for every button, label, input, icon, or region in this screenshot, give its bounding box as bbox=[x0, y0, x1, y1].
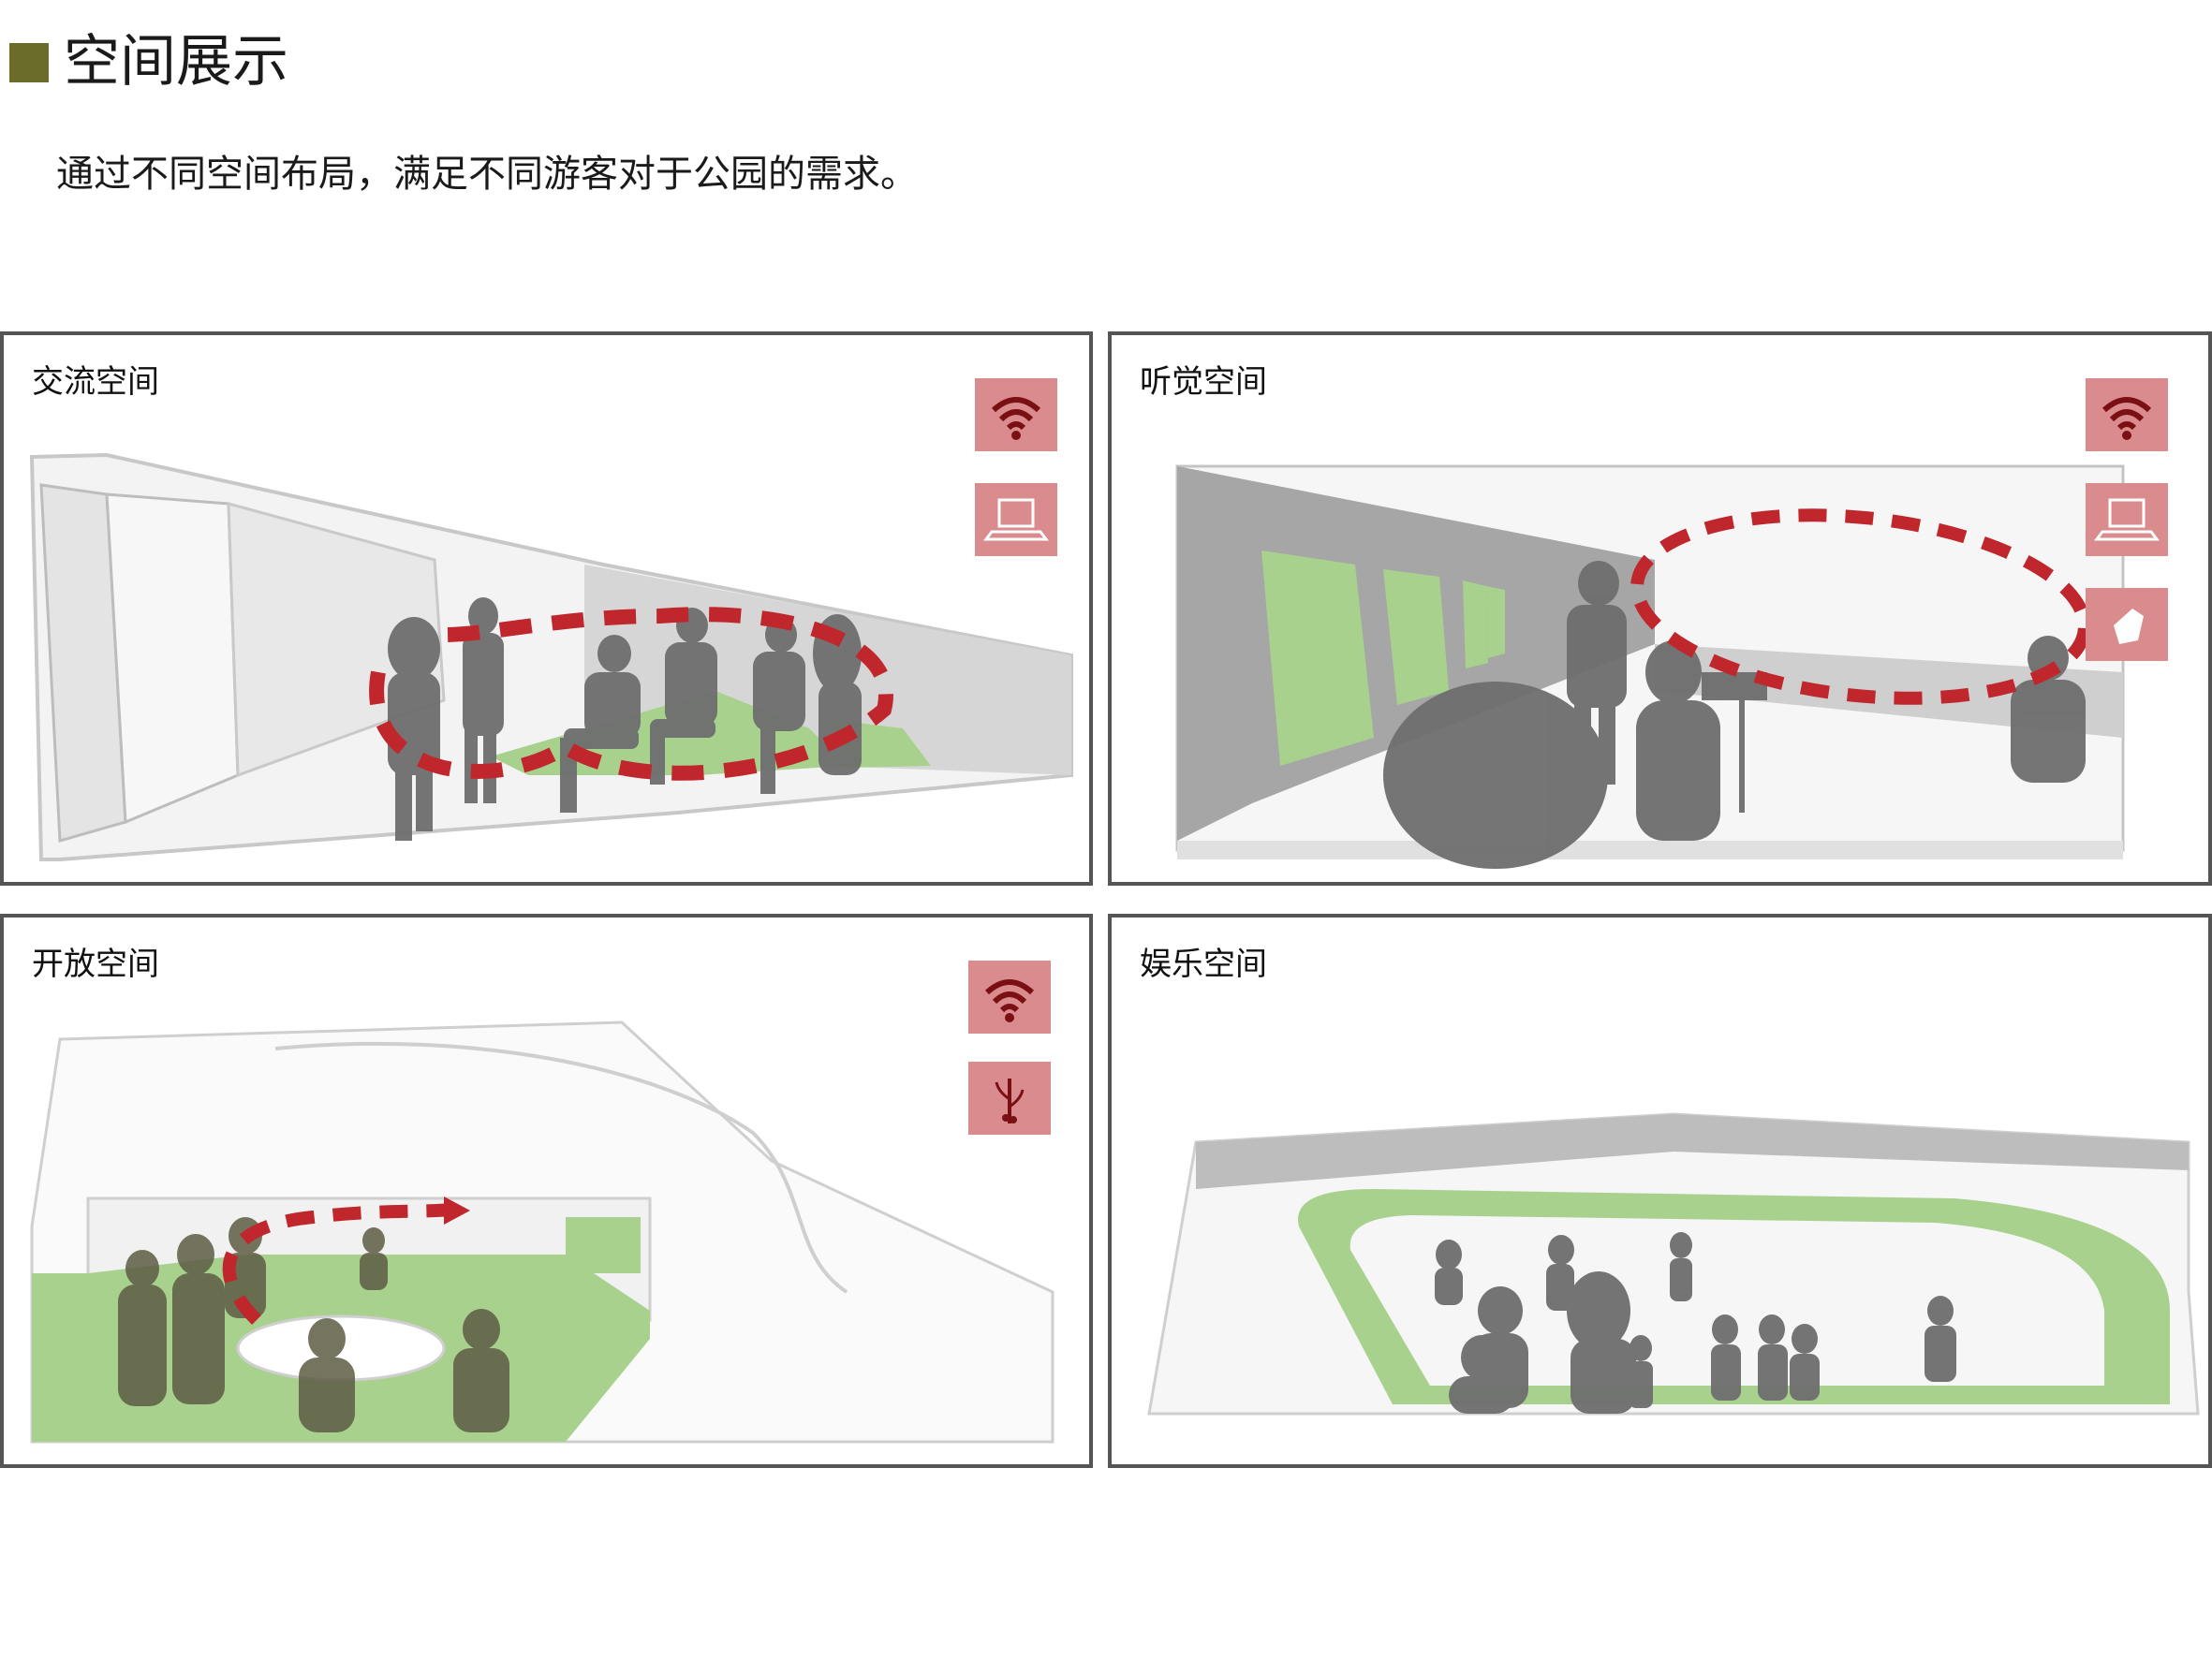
speaker-icon bbox=[2086, 588, 2168, 661]
communication-space-illustration bbox=[29, 452, 1073, 861]
laptop-icon bbox=[2086, 483, 2168, 556]
panel-label: 交流空间 bbox=[32, 363, 159, 401]
panel-entertainment-space: 娱乐空间 bbox=[1108, 914, 2212, 1468]
entertainment-space-illustration bbox=[1147, 1112, 2200, 1416]
page-title: 空间展示 bbox=[64, 29, 288, 95]
panel-communication-space: 交流空间 bbox=[0, 331, 1093, 886]
panel-label: 娱乐空间 bbox=[1140, 946, 1267, 983]
panel-open-space: 开放空间 bbox=[0, 914, 1093, 1468]
panel-hearing-space: 听觉空间 bbox=[1108, 331, 2212, 886]
page-subtitle: 通过不同空间布局，满足不同游客对于公园的需求。 bbox=[56, 153, 918, 196]
wifi-icon bbox=[968, 961, 1051, 1034]
header-square-marker bbox=[9, 43, 49, 82]
wifi-icon bbox=[975, 378, 1057, 451]
panel-label: 开放空间 bbox=[32, 946, 159, 983]
plant-icon bbox=[968, 1062, 1051, 1135]
laptop-icon bbox=[975, 483, 1057, 556]
hearing-space-illustration bbox=[1175, 464, 2125, 869]
wifi-icon bbox=[2086, 378, 2168, 451]
panel-label: 听觉空间 bbox=[1140, 363, 1267, 401]
open-space-illustration bbox=[30, 1020, 1054, 1444]
